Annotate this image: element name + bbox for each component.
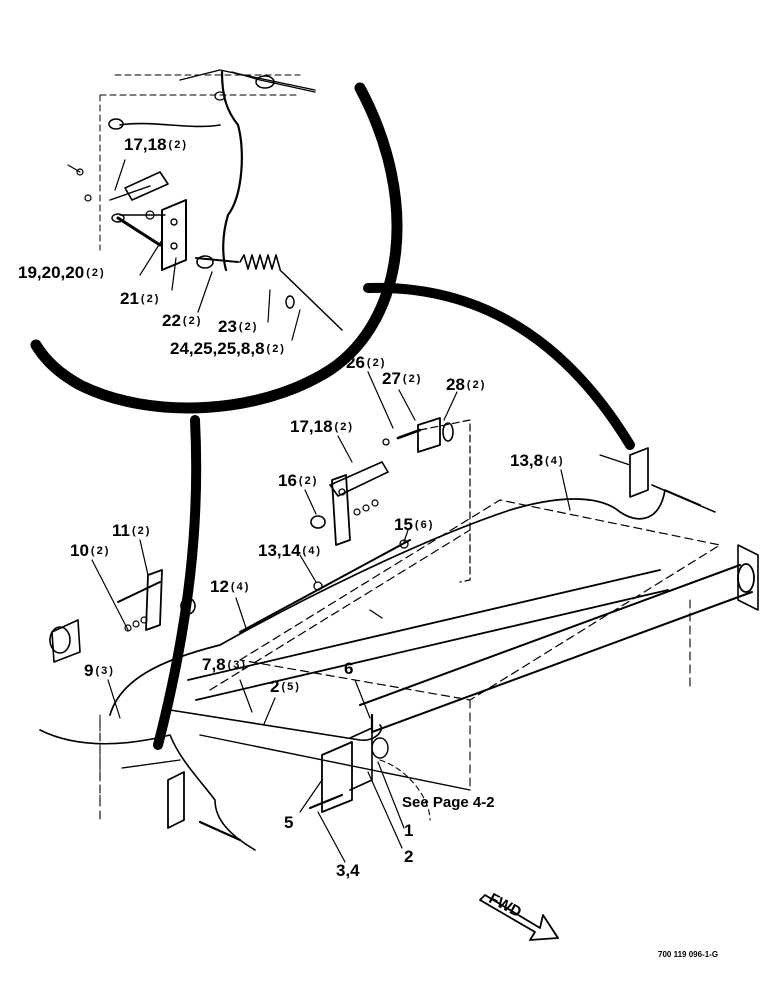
callout-17-18-detail: 17,18(2) <box>124 135 188 154</box>
bracket-upper-right <box>382 417 471 583</box>
callout-19-20: 19,20,20(2) <box>18 263 106 282</box>
callout-9: 9(3) <box>84 661 115 680</box>
callout-23: 23(2) <box>218 317 259 336</box>
callout-15: 15(6) <box>394 515 435 534</box>
callout-7-8: 7,8(3) <box>202 655 248 674</box>
cross-tube-main <box>359 564 753 733</box>
callout-21: 21(2) <box>120 289 161 308</box>
callout-3-4: 3,4 <box>336 861 360 880</box>
callout-13-8: 13,8(4) <box>510 451 565 470</box>
mount-lower-right <box>308 713 389 813</box>
cross-tube-upper <box>187 569 669 701</box>
callout-12: 12(4) <box>210 577 251 596</box>
callout-2: 2 <box>404 847 414 866</box>
callout-26: 26(2) <box>346 353 387 372</box>
callout-2-qty5: 2(5) <box>270 677 301 696</box>
callout-10: 10(2) <box>70 541 111 560</box>
figure-id: 700 119 096-1-G <box>658 950 719 959</box>
callout-1: 1 <box>404 821 414 840</box>
callout-6: 6 <box>344 659 354 678</box>
control-rod <box>239 539 411 633</box>
detail-bracket <box>161 199 187 271</box>
callout-27: 27(2) <box>382 369 423 388</box>
callout-11: 11(2) <box>112 521 152 540</box>
detail-cable-left <box>119 122 221 128</box>
main-frame <box>99 499 759 821</box>
detail-circle-outline <box>30 82 403 414</box>
callout-13-14: 13,14(4) <box>258 541 322 560</box>
lever-left <box>49 569 196 663</box>
cable-lower <box>39 729 256 851</box>
linkage-center <box>310 461 389 546</box>
mount-lower-left <box>99 714 242 842</box>
callout-28: 28(2) <box>446 375 487 394</box>
bracket-far-right <box>629 447 649 498</box>
callout-24-25-8: 24,25,25,8,8(2) <box>170 339 286 358</box>
cable-long <box>109 489 701 716</box>
callout-5: 5 <box>284 813 294 832</box>
callout-17-18: 17,18(2) <box>290 417 354 436</box>
detail-leader-right <box>363 282 635 450</box>
see-page-note: See Page 4-2 <box>402 794 495 811</box>
end-plate <box>737 544 759 611</box>
detail-leader-left <box>153 415 202 750</box>
callout-16: 16(2) <box>278 471 319 490</box>
callout-22: 22(2) <box>162 311 203 330</box>
detail-frame <box>99 74 301 251</box>
fwd-arrow <box>479 894 559 941</box>
leader-lines <box>91 159 571 863</box>
detail-cable-top <box>220 70 243 272</box>
detail-view <box>30 69 635 750</box>
detail-spring <box>239 254 281 270</box>
